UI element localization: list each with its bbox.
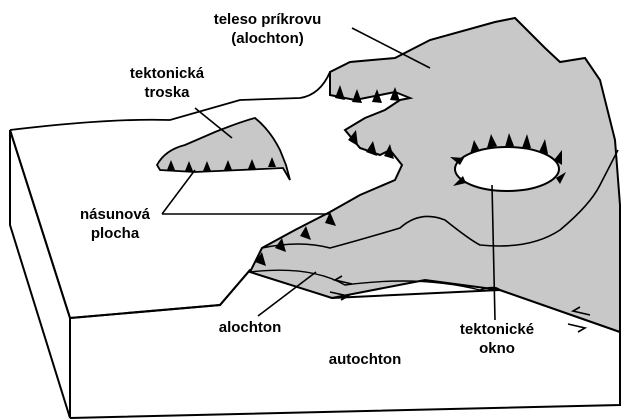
block-front-face [9, 129, 71, 419]
motion-arrows [329, 275, 591, 333]
label-klippe-line2: troska [144, 84, 190, 101]
label-thrust-plane: násunová plocha [70, 205, 160, 243]
label-tectonic-window: tektonické okno [442, 320, 552, 358]
internal-boundary-lower [249, 269, 501, 291]
front-profile-line [69, 269, 251, 319]
label-thrust-plane-line2: plocha [90, 225, 140, 242]
label-klippe: tektonická troska [112, 64, 222, 102]
label-tectonic-window-line2: okno [479, 340, 515, 357]
label-klippe-line1: tektonická [129, 65, 205, 82]
internal-boundary-upper [261, 149, 619, 249]
label-allochthon-line1: alochton [218, 319, 282, 336]
label-autochthon: autochton [310, 350, 420, 369]
tectonic-window [454, 146, 560, 192]
label-autochthon-line1: autochton [328, 351, 402, 368]
label-tectonic-window-line1: tektonické [459, 321, 535, 338]
block-back-edge [9, 71, 331, 131]
label-nappe-body-line2: (alochton) [231, 30, 304, 47]
nappe-thrust-teeth [255, 85, 400, 266]
leader-lines [161, 27, 496, 321]
klippe-thrust-teeth [167, 157, 276, 171]
label-nappe-body-line1: teleso príkrovu [213, 11, 322, 28]
window-thrust-teeth [450, 133, 566, 186]
label-nappe-body: teleso príkrovu (alochton) [195, 10, 340, 48]
tectonic-klippe [155, 117, 291, 181]
label-thrust-plane-line1: násunová [79, 206, 151, 223]
label-allochthon: alochton [200, 318, 300, 337]
